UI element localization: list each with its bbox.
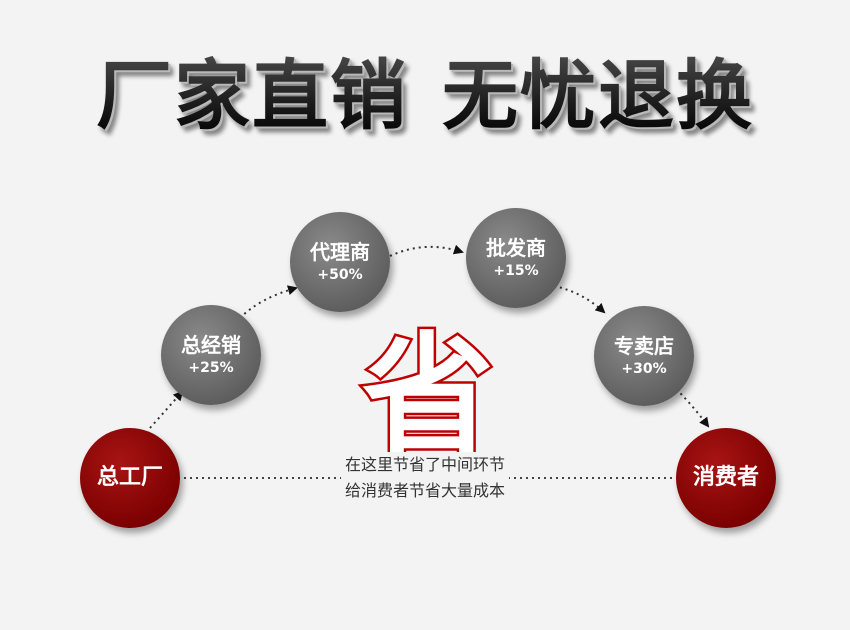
node-store-pct: +30% xyxy=(621,361,667,377)
node-general-pct: +25% xyxy=(188,360,234,376)
node-agent-pct: +50% xyxy=(317,267,363,283)
node-general-label: 总经销 xyxy=(181,333,241,357)
savings-caption-line2: 给消费者节省大量成本 xyxy=(340,478,509,504)
headline-part1: 厂家直销 xyxy=(96,51,408,140)
savings-caption-line1: 在这里节省了中间环节 xyxy=(340,452,509,478)
node-general-distributor: 总经销 +25% xyxy=(161,305,261,405)
savings-caption: 在这里节省了中间环节 给消费者节省大量成本 xyxy=(300,452,550,504)
headline: 厂家直销无忧退换 xyxy=(0,48,850,144)
node-consumer: 消费者 xyxy=(676,428,776,528)
headline-part2: 无忧退换 xyxy=(442,51,754,140)
node-wholesale-pct: +15% xyxy=(493,263,539,279)
node-store: 专卖店 +30% xyxy=(594,306,694,406)
connector-agent-wholesale xyxy=(389,244,464,257)
node-consumer-label: 消费者 xyxy=(692,465,759,490)
big-char-save: 省 xyxy=(362,319,494,474)
node-store-label: 专卖店 xyxy=(614,334,674,358)
node-factory: 总工厂 xyxy=(80,428,180,528)
connector-general-agent xyxy=(239,285,298,319)
connector-store-consumer xyxy=(671,384,710,428)
connector-factory-general xyxy=(149,390,184,429)
node-factory-label: 总工厂 xyxy=(96,465,163,490)
node-agent-label: 代理商 xyxy=(310,240,370,264)
node-agent: 代理商 +50% xyxy=(290,212,390,312)
node-wholesaler: 批发商 +15% xyxy=(466,208,566,308)
connector-wholesale-store xyxy=(553,285,606,314)
node-wholesale-label: 批发商 xyxy=(486,236,546,260)
